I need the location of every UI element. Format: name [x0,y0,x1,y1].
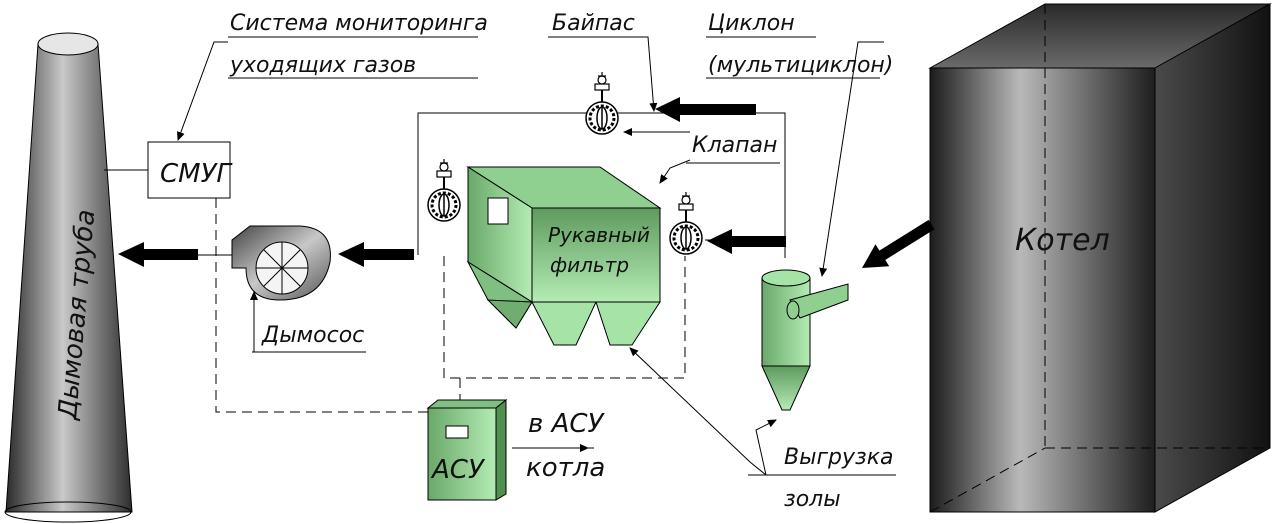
filter-label-line1: Рукавный [548,223,650,247]
bypass-label: Байпас [552,11,635,36]
cyclone-label-line2: (мультициклон) [708,53,893,78]
to-asu-label-line2: котла [526,453,605,483]
ash-label-line1: Выгрузка [784,445,893,470]
bag-filter [466,166,662,346]
valve-label: Клапан [692,133,777,158]
boiler-label: Котел [1015,223,1110,258]
cyclone [761,269,849,411]
chimney [4,32,133,523]
filter-inlet-valve-icon [426,157,462,223]
smug-label: СМУГ [160,159,233,189]
flow-arrow-icon [118,242,198,267]
asu-box [426,398,508,501]
flow-arrow-icon [707,229,786,254]
bypass-valve-icon [584,70,620,136]
flow-arrow-icon [338,242,414,267]
boiler [928,3,1272,513]
ash-label-line2: золы [784,487,841,512]
flow-arrow-icon [862,219,935,268]
filter-outlet-valve-icon [668,190,704,256]
leaders [177,36,896,476]
cyclone-label-line1: Циклон [708,11,795,36]
filter-label-line2: фильтр [550,253,629,277]
monitoring-label-line1: Система мониторинга [230,11,488,36]
to-asu-label-line1: в АСУ [528,409,606,439]
flow-arrows [118,97,935,268]
smoke-exhauster [231,225,331,301]
asu-label: АСУ [430,455,486,485]
smoke-exhauster-label: Дымосос [261,323,364,348]
monitoring-label-line2: уходящих газов [229,53,416,78]
smug-box [147,141,231,199]
flow-arrow-icon [655,97,756,122]
